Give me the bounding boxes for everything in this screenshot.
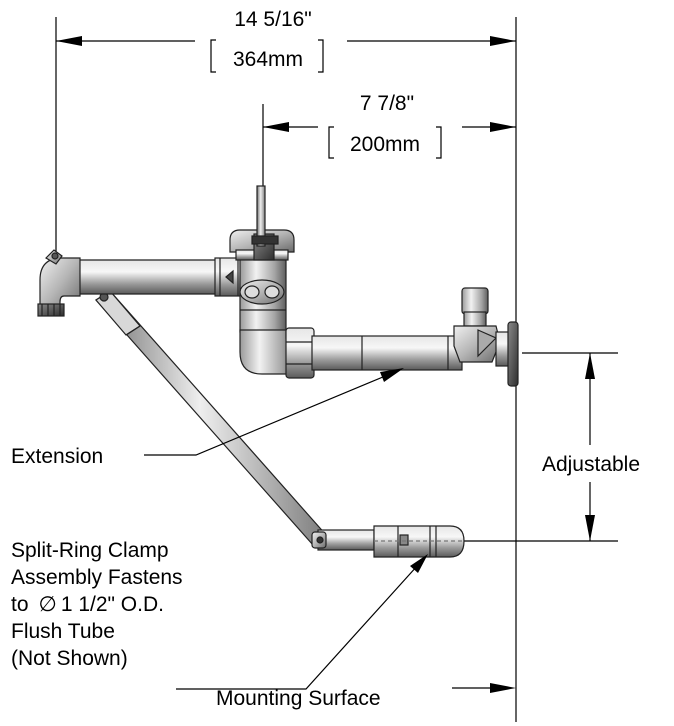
arrow-head-left — [56, 36, 82, 46]
valve-handle — [229, 185, 295, 261]
clamp-label-to: to — [11, 593, 29, 616]
clamp-label-line-5: (Not Shown) — [11, 647, 128, 670]
supply-pipe — [311, 335, 463, 371]
coupling-nut — [285, 327, 315, 379]
adjustable-label: Adjustable — [542, 453, 640, 476]
mounting-surface-label: Mounting Surface — [216, 687, 381, 710]
clamp-label: Split-Ring Clamp Assembly Fastens to ∅1 1… — [11, 539, 183, 670]
overall-dimension-metric: 364mm — [233, 48, 303, 71]
clamp-label-diameter-value: 1 1/2" O.D. — [61, 593, 164, 616]
overall-metric-bracket-right — [318, 39, 324, 73]
extension-leader — [144, 368, 404, 456]
valve-arrow-head-right — [490, 122, 516, 132]
clamp-label-line-1: Split-Ring Clamp — [11, 539, 169, 562]
outlet-elbow — [37, 249, 81, 317]
adjustable-dimension — [462, 352, 618, 542]
split-ring-clamp — [373, 525, 465, 558]
clamp-label-line-4: Flush Tube — [11, 620, 115, 643]
flush-valve-assembly — [37, 185, 519, 558]
clamp-label-line-3: to ∅1 1/2" O.D. — [11, 593, 164, 616]
valve-metric-bracket-left — [328, 126, 334, 159]
top-spout-pipe — [59, 257, 244, 297]
overall-width-dimension — [55, 17, 517, 722]
arrow-head-right — [490, 36, 516, 46]
overall-dimension-imperial: 14 5/16" — [234, 8, 312, 31]
valve-body — [239, 253, 287, 339]
stop-valve — [453, 287, 511, 367]
wall-flange — [507, 321, 519, 387]
adjustable-arrow-up — [585, 353, 595, 379]
adjustable-arrow-down — [585, 515, 595, 541]
clamp-label-line-2: Assembly Fastens — [11, 566, 183, 589]
valve-dimension-metric: 200mm — [350, 133, 420, 156]
spud-coupling — [311, 529, 375, 551]
valve-width-dimension — [262, 104, 516, 240]
valve-arrow-head-left — [263, 122, 289, 132]
overall-metric-bracket-left — [210, 39, 216, 73]
valve-dimension-imperial: 7 7/8" — [360, 92, 414, 115]
diameter-symbol: ∅ — [39, 593, 57, 616]
extension-label: Extension — [11, 445, 103, 468]
mounting-surface-leader — [452, 683, 516, 693]
clamp-leader — [176, 554, 428, 690]
valve-metric-bracket-right — [436, 126, 442, 159]
